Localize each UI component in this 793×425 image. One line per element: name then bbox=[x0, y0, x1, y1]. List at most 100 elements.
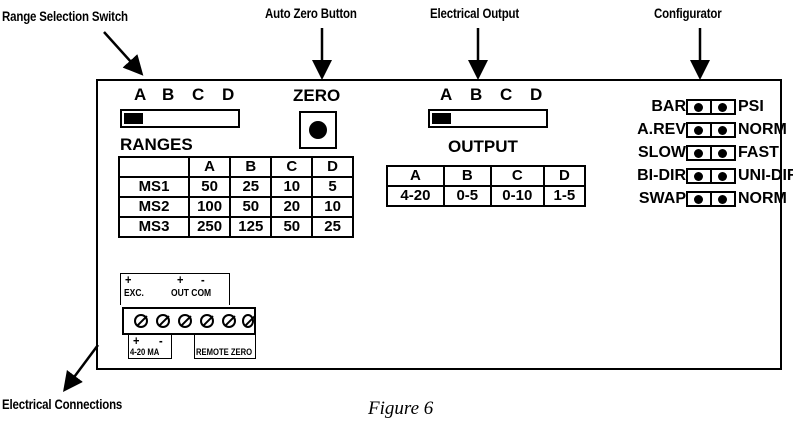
output-cell: 0-5 bbox=[442, 185, 492, 207]
auto-zero-button[interactable] bbox=[299, 111, 337, 149]
output-title: OUTPUT bbox=[448, 137, 518, 156]
range-switch-label-a: A bbox=[134, 85, 147, 104]
ranges-cell: 50 bbox=[270, 216, 314, 238]
configurator-right-label: FAST bbox=[738, 144, 779, 161]
jumper-divider bbox=[710, 193, 712, 205]
ranges-header-cell: B bbox=[229, 156, 273, 178]
output-header-cell: D bbox=[542, 165, 587, 187]
configurator-row-swap-norm[interactable]: SWAP NORM bbox=[618, 190, 793, 210]
callout-configurator: Configurator bbox=[654, 5, 722, 21]
configurator-row-bidir-unidir[interactable]: BI-DIR UNI-DIR bbox=[618, 167, 793, 187]
range-switch-label-b: B bbox=[162, 85, 175, 104]
zero-button-label: ZERO bbox=[293, 86, 341, 105]
terminal-screw-4[interactable] bbox=[200, 314, 214, 328]
jumper-pin-icon bbox=[718, 195, 727, 204]
out-com-label: OUT COM bbox=[171, 288, 212, 299]
output-header-cell: B bbox=[442, 165, 492, 187]
ranges-cell: MS2 bbox=[118, 196, 190, 218]
output-cell: 1-5 bbox=[542, 185, 587, 207]
terminal-strip bbox=[122, 307, 256, 335]
jumper-pin-icon bbox=[694, 149, 703, 158]
terminal-top-label-box: + + - EXC. OUT COM bbox=[120, 272, 230, 305]
configurator-left-label: BAR bbox=[651, 98, 686, 115]
table-row: MS3 250 125 50 25 bbox=[118, 216, 354, 238]
output-cell: 4-20 bbox=[386, 185, 445, 207]
jumper-divider bbox=[710, 101, 712, 113]
com-minus-sign: - bbox=[201, 272, 205, 287]
output-header-cell: C bbox=[489, 165, 545, 187]
ranges-cell: 100 bbox=[187, 196, 232, 218]
ma-label: 4-20 MA bbox=[130, 347, 160, 357]
configurator-left-label: SLOW bbox=[638, 144, 686, 161]
ranges-cell: 250 bbox=[187, 216, 232, 238]
ranges-cell: 25 bbox=[229, 176, 273, 198]
output-switch-label-d: D bbox=[530, 85, 543, 104]
output-switch-slider[interactable] bbox=[432, 113, 451, 124]
table-row: A B C D bbox=[118, 156, 354, 178]
terminal-screw-6[interactable] bbox=[242, 314, 254, 328]
jumper-pin-icon bbox=[694, 103, 703, 112]
jumper-pin-icon bbox=[694, 195, 703, 204]
figure-caption: Figure 6 bbox=[368, 398, 434, 419]
ranges-cell: 10 bbox=[311, 196, 354, 218]
configurator-row-arev-norm[interactable]: A.REV NORM bbox=[618, 121, 793, 141]
ranges-cell: 125 bbox=[229, 216, 273, 238]
output-cell: 0-10 bbox=[489, 185, 545, 207]
ma-minus-sign: - bbox=[159, 333, 163, 348]
ranges-cell: MS1 bbox=[118, 176, 190, 198]
terminal-screw-5[interactable] bbox=[222, 314, 236, 328]
terminal-remote-zero-box: REMOTE ZERO bbox=[194, 335, 256, 359]
configurator-left-label: SWAP bbox=[638, 190, 686, 207]
transmitter-panel: A B C D ZERO RANGES A B C D MS1 50 25 10… bbox=[96, 79, 793, 370]
exc-label: EXC. bbox=[124, 288, 144, 299]
remote-zero-label: REMOTE ZERO bbox=[196, 347, 253, 357]
jumper-block[interactable] bbox=[686, 168, 736, 184]
configurator-row-bar-psi[interactable]: BAR PSI bbox=[618, 98, 793, 118]
jumper-block[interactable] bbox=[686, 145, 736, 161]
ranges-cell: 25 bbox=[311, 216, 354, 238]
ranges-header-cell: A bbox=[187, 156, 232, 178]
jumper-block[interactable] bbox=[686, 191, 736, 207]
table-row: 4-20 0-5 0-10 1-5 bbox=[386, 185, 587, 207]
arrow-electrical-connections bbox=[63, 344, 100, 393]
arrow-range-switch bbox=[103, 31, 144, 76]
ranges-table: A B C D MS1 50 25 10 5 MS2 100 50 20 10 … bbox=[118, 156, 354, 238]
configurator-left-label: BI-DIR bbox=[637, 167, 686, 184]
callout-electrical-output: Electrical Output bbox=[430, 5, 520, 21]
jumper-pin-icon bbox=[718, 149, 727, 158]
jumper-pin-icon bbox=[718, 103, 727, 112]
callout-electrical-connections: Electrical Connections bbox=[2, 396, 123, 412]
ma-plus-sign: + bbox=[133, 333, 140, 348]
ranges-cell: 50 bbox=[187, 176, 232, 198]
range-switch-slider[interactable] bbox=[124, 113, 143, 124]
ranges-header-cell: C bbox=[270, 156, 314, 178]
output-switch-label-b: B bbox=[470, 85, 483, 104]
range-switch-label-d: D bbox=[222, 85, 235, 104]
jumper-pin-icon bbox=[694, 126, 703, 135]
jumper-divider bbox=[710, 147, 712, 159]
output-selection-switch[interactable] bbox=[428, 109, 548, 128]
ranges-cell: 5 bbox=[311, 176, 354, 198]
output-table: A B C D 4-20 0-5 0-10 1-5 bbox=[386, 165, 587, 207]
jumper-pin-icon bbox=[694, 172, 703, 181]
range-selection-switch[interactable] bbox=[120, 109, 240, 128]
ranges-cell: 50 bbox=[229, 196, 273, 218]
jumper-divider bbox=[710, 124, 712, 136]
jumper-block[interactable] bbox=[686, 99, 736, 115]
table-row: MS2 100 50 20 10 bbox=[118, 196, 354, 218]
output-switch-label-a: A bbox=[440, 85, 453, 104]
configurator-right-label: NORM bbox=[738, 190, 787, 207]
ranges-header-cell bbox=[118, 156, 190, 178]
exc-plus-sign: + bbox=[125, 272, 132, 287]
range-switch-label-c: C bbox=[192, 85, 205, 104]
configurator-row-slow-fast[interactable]: SLOW FAST bbox=[618, 144, 793, 164]
out-plus-sign: + bbox=[177, 272, 184, 287]
terminal-screw-1[interactable] bbox=[134, 314, 148, 328]
jumper-block[interactable] bbox=[686, 122, 736, 138]
configurator-right-label: UNI-DIR bbox=[738, 167, 793, 184]
configurator-right-label: PSI bbox=[738, 98, 764, 115]
zero-button-dot-icon bbox=[309, 121, 327, 139]
terminal-screw-3[interactable] bbox=[178, 314, 192, 328]
terminal-screw-2[interactable] bbox=[156, 314, 170, 328]
